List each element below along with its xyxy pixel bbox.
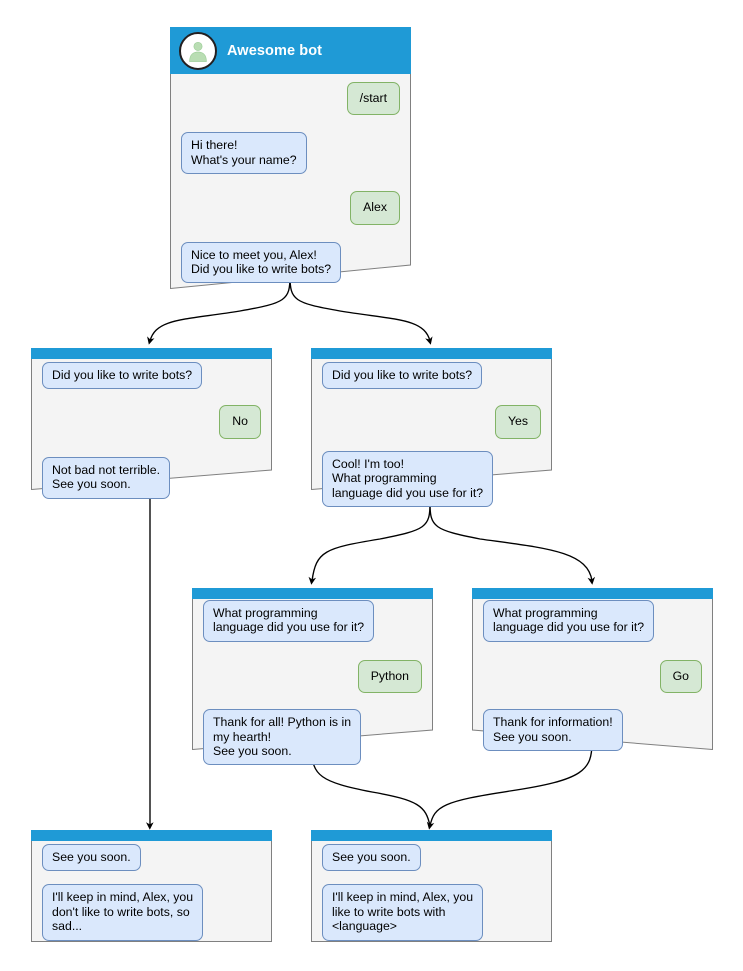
message-row: Thank for all! Python is in my hearth! S… [203,709,422,766]
message-row: I'll keep in mind, Alex, you like to wri… [322,884,541,941]
user-message-bubble[interactable]: Alex [350,191,400,225]
chat-window-answer-go[interactable]: What programming language did you use fo… [472,588,713,752]
message-list: See you soon. I'll keep in mind, Alex, y… [311,844,552,941]
bot-message-bubble[interactable]: What programming language did you use fo… [483,600,655,642]
message-row: Did you like to write bots? [322,362,541,390]
message-row: What programming language did you use fo… [483,600,702,642]
bot-message-bubble[interactable]: Did you like to write bots? [42,362,203,390]
window-header [31,830,272,841]
person-avatar-icon [179,31,217,70]
bot-message-bubble[interactable]: I'll keep in mind, Alex, you don't like … [42,884,204,941]
bot-message-bubble[interactable]: Did you like to write bots? [322,362,483,390]
window-title: Awesome bot [227,42,323,59]
bot-message-bubble[interactable]: Not bad not terrible. See you soon. [42,456,171,499]
message-row: Nice to meet you, Alex! Did you like to … [181,241,400,284]
message-list: What programming language did you use fo… [472,600,713,752]
message-row: Hi there! What's your name? [181,132,400,175]
message-row: Alex [181,191,400,225]
user-message-bubble[interactable]: Go [659,659,702,694]
chat-window-farewell-no[interactable]: See you soon. I'll keep in mind, Alex, y… [31,830,272,942]
bot-message-bubble[interactable]: See you soon. [322,844,421,872]
bot-message-bubble[interactable]: Nice to meet you, Alex! Did you like to … [181,241,342,284]
user-message-bubble[interactable]: /start [346,82,400,116]
message-row: What programming language did you use fo… [203,600,422,642]
message-row: I'll keep in mind, Alex, you don't like … [42,884,261,941]
window-header [192,588,433,599]
message-row: /start [181,82,400,116]
message-list: See you soon. I'll keep in mind, Alex, y… [31,844,272,941]
message-row: See you soon. [322,844,541,872]
message-row: No [42,405,261,439]
message-row: Python [203,659,422,694]
message-row: Not bad not terrible. See you soon. [42,456,261,499]
chat-window-start[interactable]: Awesome bot /start Hi there! What's your… [170,27,411,289]
window-header [311,830,552,841]
message-list: Did you like to write bots? No Not bad n… [31,362,272,499]
message-list: Did you like to write bots? Yes Cool! I'… [311,362,552,508]
bot-message-bubble[interactable]: See you soon. [42,844,141,872]
bot-message-bubble[interactable]: I'll keep in mind, Alex, you like to wri… [322,884,484,941]
message-list: /start Hi there! What's your name? Alex … [170,82,411,284]
window-header [31,348,272,359]
chat-window-answer-python[interactable]: What programming language did you use fo… [192,588,433,766]
message-row: See you soon. [42,844,261,872]
message-row: Cool! I'm too! What programming language… [322,450,541,508]
bot-message-bubble[interactable]: Thank for all! Python is in my hearth! S… [203,709,362,766]
bot-message-bubble[interactable]: Thank for information! See you soon. [483,709,623,752]
user-message-bubble[interactable]: Python [357,659,422,694]
message-row: Thank for information! See you soon. [483,709,702,752]
bot-message-bubble[interactable]: What programming language did you use fo… [203,600,375,642]
message-list: What programming language did you use fo… [192,600,433,766]
chat-window-answer-yes[interactable]: Did you like to write bots? Yes Cool! I'… [311,348,552,508]
message-row: Go [483,659,702,694]
bot-message-bubble[interactable]: Hi there! What's your name? [181,132,307,175]
connector-yes-to-go [429,502,596,585]
connector-yes-to-python [308,502,431,585]
user-message-bubble[interactable]: No [219,405,261,439]
window-header [311,348,552,359]
window-header [472,588,713,599]
bot-message-bubble[interactable]: Cool! I'm too! What programming language… [322,450,494,508]
message-row: Did you like to write bots? [42,362,261,390]
chat-window-farewell-yes[interactable]: See you soon. I'll keep in mind, Alex, y… [311,830,552,942]
connector-go-to-farewell [426,741,593,830]
chat-window-answer-no[interactable]: Did you like to write bots? No Not bad n… [31,348,272,499]
window-header: Awesome bot [170,27,411,74]
message-row: Yes [322,405,541,439]
user-message-bubble[interactable]: Yes [494,405,541,439]
